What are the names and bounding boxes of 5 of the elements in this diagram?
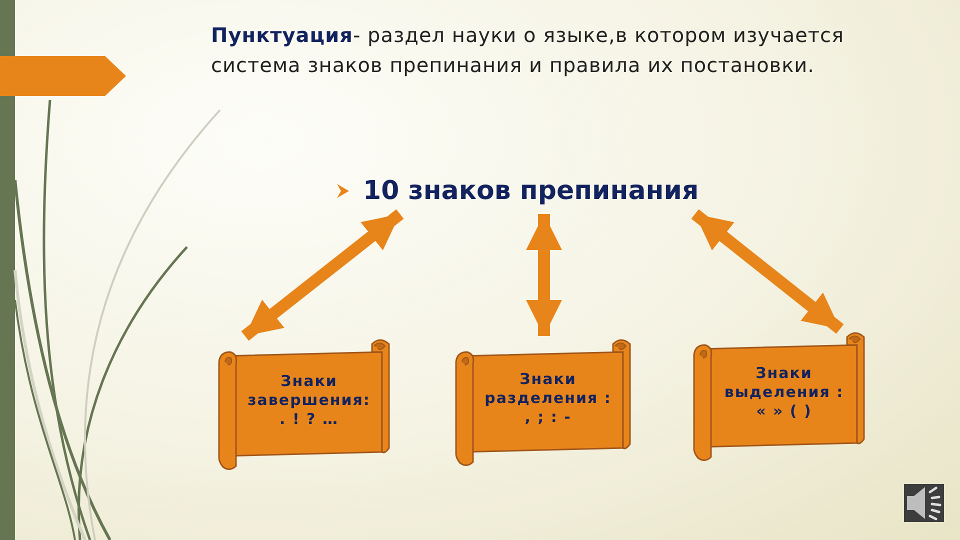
double-arrow bbox=[241, 209, 404, 341]
heading-text: 10 знаков препинания bbox=[363, 176, 699, 206]
double-arrow bbox=[691, 209, 844, 334]
definition-text: Пунктуация- раздел науки о языке,в котором изучается система знаков препинания и правила их постановки. bbox=[211, 22, 846, 79]
double-arrow bbox=[526, 214, 562, 336]
